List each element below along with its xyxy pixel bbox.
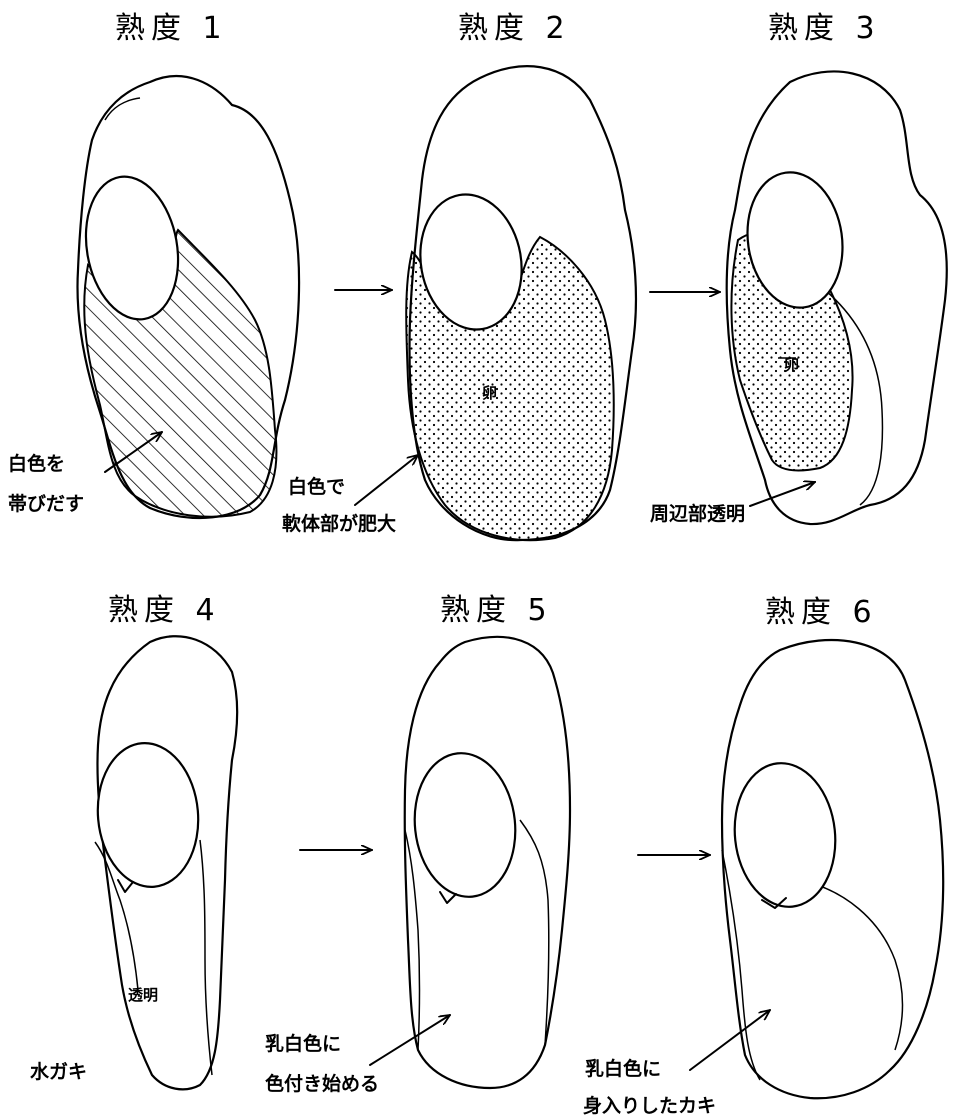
- stage-4-title: 熟度 4: [108, 593, 221, 628]
- transparent-label: 透明: [128, 986, 158, 1004]
- oyster-stage-3: 卵: [727, 71, 947, 524]
- note-stage-3: 周辺部透明: [650, 502, 745, 525]
- oyster-stage-6: [722, 640, 943, 1098]
- stage-5-title: 熟度 5: [440, 593, 553, 628]
- note-stage-1-line-1: 白色を: [8, 452, 65, 475]
- stage-2-title: 熟度 2: [458, 11, 571, 46]
- note-stage-1-line-2: 帯びだす: [8, 492, 84, 515]
- stage-1-title: 熟度 1: [115, 11, 228, 46]
- oyster-stage-5: [405, 637, 570, 1088]
- note-stage-5-line-2: 色付き始める: [265, 1072, 379, 1095]
- note-stage-2-line-1: 白色で: [288, 475, 345, 498]
- note-stage-5-line-1: 乳白色に: [265, 1032, 341, 1055]
- note-stage-2-line-2: 軟体部が肥大: [282, 512, 396, 535]
- oyster-stage-1: [75, 76, 299, 518]
- egg-label: 卵: [482, 384, 497, 402]
- stage-6-title: 熟度 6: [765, 595, 878, 630]
- stage-3-title: 熟度 3: [768, 11, 881, 46]
- oyster-stage-4: 透明: [92, 636, 237, 1089]
- oyster-stage-2: 卵: [406, 66, 636, 540]
- note-stage-6-line-2: 身入りしたカキ: [583, 1094, 716, 1117]
- note-stage-6-line-1: 乳白色に: [585, 1057, 661, 1080]
- note-stage-4: 水ガキ: [30, 1061, 87, 1083]
- pointer-stage-2: [355, 455, 418, 505]
